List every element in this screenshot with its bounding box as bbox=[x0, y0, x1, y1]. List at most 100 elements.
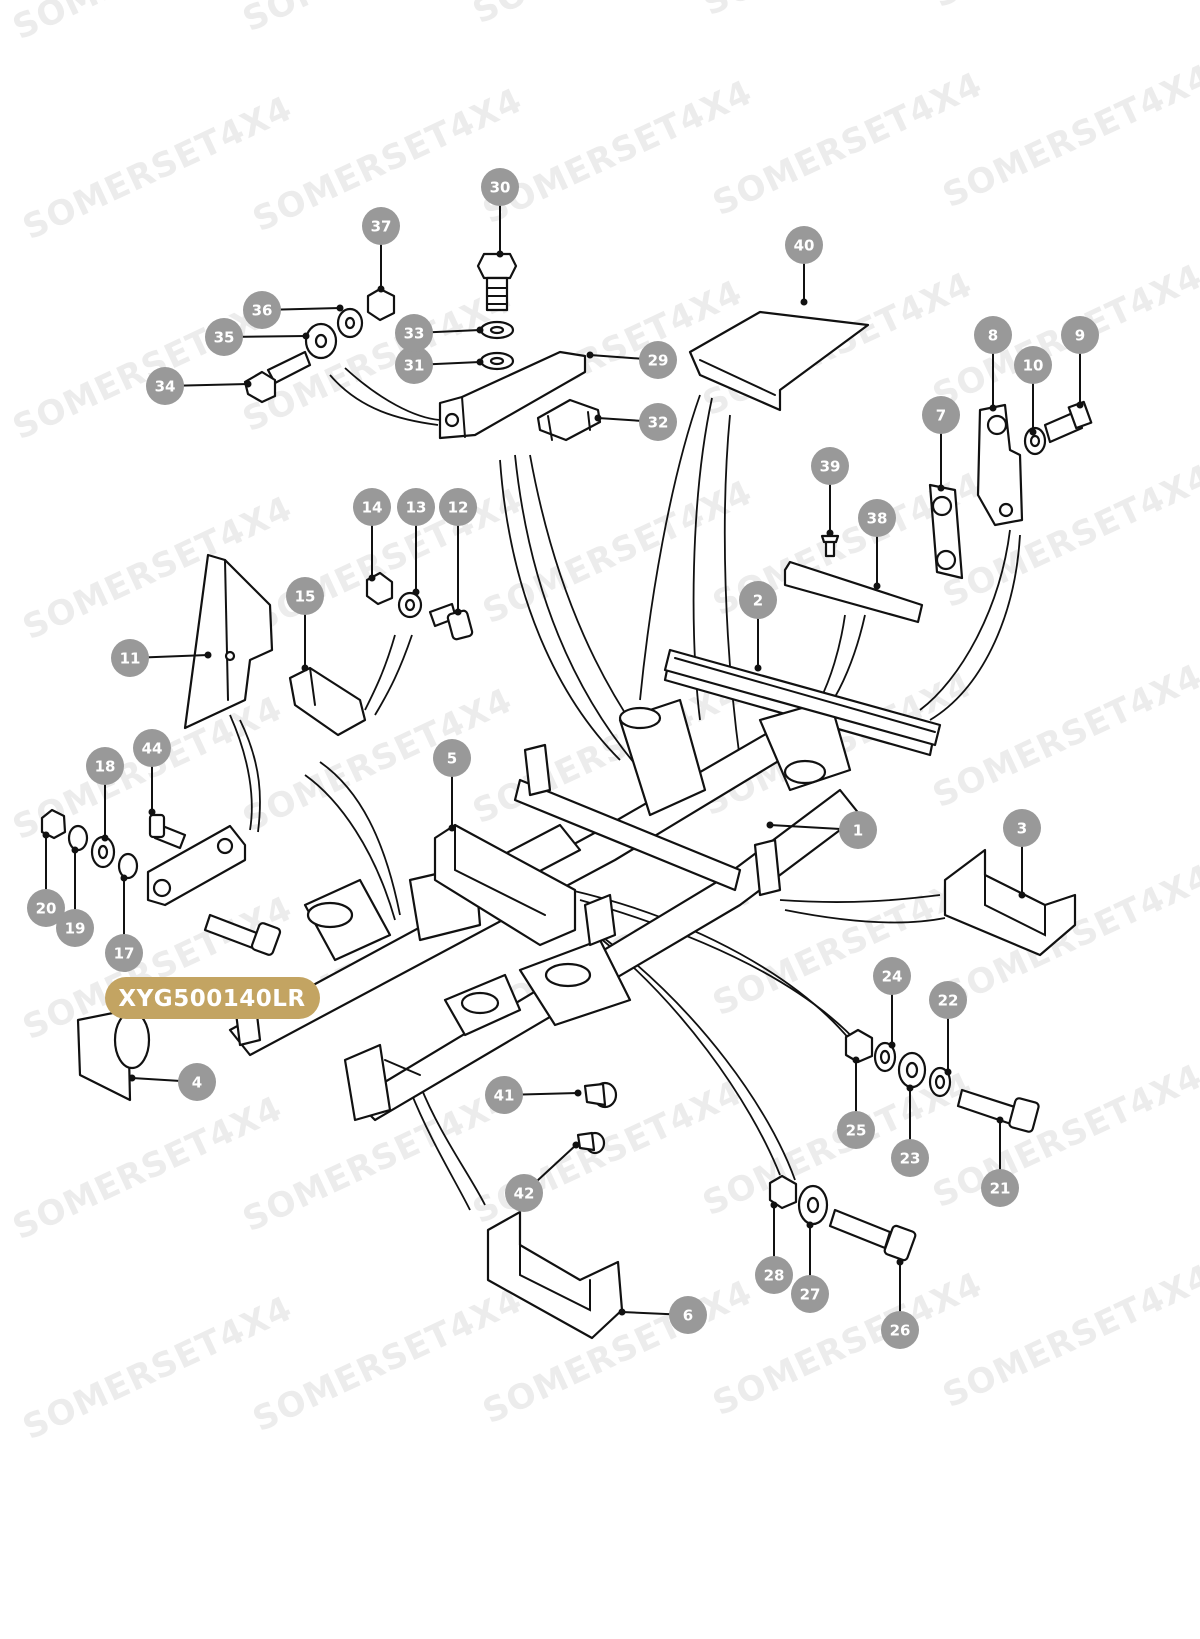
callout-24[interactable]: 24 bbox=[873, 957, 911, 995]
part-44-bolt bbox=[148, 813, 187, 850]
callout-label: 18 bbox=[95, 758, 116, 776]
callout-label: 35 bbox=[214, 329, 235, 347]
callout-circle bbox=[1061, 316, 1099, 354]
callout-label: 21 bbox=[990, 1180, 1011, 1198]
callout-label: 29 bbox=[648, 352, 669, 370]
callout-22[interactable]: 22 bbox=[929, 981, 967, 1019]
part-2-crossmember bbox=[663, 648, 942, 747]
callout-20[interactable]: 20 bbox=[27, 889, 65, 927]
callout-label: 24 bbox=[882, 968, 903, 986]
leader-dot-5 bbox=[448, 824, 456, 832]
callout-label: 5 bbox=[447, 750, 457, 768]
callout-circle bbox=[929, 981, 967, 1019]
part-3-bracket bbox=[943, 848, 1077, 957]
callout-11[interactable]: 11 bbox=[111, 639, 149, 677]
callout-34[interactable]: 34 bbox=[146, 367, 184, 405]
callout-label: 17 bbox=[114, 945, 135, 963]
callout-31[interactable]: 31 bbox=[395, 346, 433, 384]
callout-30[interactable]: 30 bbox=[481, 168, 519, 206]
leader-dot-36 bbox=[336, 304, 344, 312]
callout-circle bbox=[891, 1139, 929, 1177]
callout-label: 23 bbox=[900, 1150, 921, 1168]
callout-26[interactable]: 26 bbox=[881, 1311, 919, 1349]
rear-long-bolt bbox=[203, 913, 282, 956]
callout-36[interactable]: 36 bbox=[243, 291, 281, 329]
callout-12[interactable]: 12 bbox=[439, 488, 477, 526]
badge-background bbox=[105, 977, 320, 1019]
leader-dot-38 bbox=[873, 582, 881, 590]
callout-27[interactable]: 27 bbox=[791, 1275, 829, 1313]
callout-39[interactable]: 39 bbox=[811, 447, 849, 485]
callout-29[interactable]: 29 bbox=[639, 341, 677, 379]
callout-circle bbox=[56, 909, 94, 947]
leader-dot-4 bbox=[128, 1074, 136, 1082]
callout-25[interactable]: 25 bbox=[837, 1111, 875, 1149]
callout-42[interactable]: 42 bbox=[505, 1174, 543, 1212]
part-6-bracket bbox=[486, 1210, 624, 1340]
callout-circle bbox=[178, 1063, 216, 1101]
leader-dot-32 bbox=[594, 414, 602, 422]
callout-17[interactable]: 17 bbox=[105, 934, 143, 972]
callout-3[interactable]: 3 bbox=[1003, 809, 1041, 847]
callout-14[interactable]: 14 bbox=[353, 488, 391, 526]
leader-dot-22 bbox=[944, 1068, 952, 1076]
callout-18[interactable]: 18 bbox=[86, 747, 124, 785]
callout-circle bbox=[286, 577, 324, 615]
callout-15[interactable]: 15 bbox=[286, 577, 324, 615]
callout-label: 40 bbox=[794, 237, 815, 255]
callout-label: 27 bbox=[800, 1286, 821, 1304]
callout-9[interactable]: 9 bbox=[1061, 316, 1099, 354]
callout-19[interactable]: 19 bbox=[56, 909, 94, 947]
callout-4[interactable]: 4 bbox=[178, 1063, 216, 1101]
leader-dot-40 bbox=[800, 298, 808, 306]
part-7-plate bbox=[928, 483, 964, 580]
callout-7[interactable]: 7 bbox=[922, 396, 960, 434]
callout-33[interactable]: 33 bbox=[395, 314, 433, 352]
callout-23[interactable]: 23 bbox=[891, 1139, 929, 1177]
callout-8[interactable]: 8 bbox=[974, 316, 1012, 354]
callout-35[interactable]: 35 bbox=[205, 318, 243, 356]
part-28-nut bbox=[768, 1174, 798, 1210]
callout-circle bbox=[86, 747, 124, 785]
callout-6[interactable]: 6 bbox=[669, 1296, 707, 1334]
callout-circle bbox=[811, 447, 849, 485]
part-22-washer bbox=[928, 1066, 952, 1098]
part-12-bolt bbox=[428, 602, 474, 641]
callout-37[interactable]: 37 bbox=[362, 207, 400, 245]
callout-circle bbox=[133, 729, 171, 767]
leader-dot-33 bbox=[476, 326, 484, 334]
leader-dot-34 bbox=[244, 380, 252, 388]
callout-circle bbox=[146, 367, 184, 405]
part-10-washer bbox=[1023, 426, 1047, 456]
callout-2[interactable]: 2 bbox=[739, 581, 777, 619]
callout-21[interactable]: 21 bbox=[981, 1169, 1019, 1207]
callout-38[interactable]: 38 bbox=[858, 499, 896, 537]
callout-41[interactable]: 41 bbox=[485, 1076, 523, 1114]
part-39-screw bbox=[820, 534, 840, 558]
callout-label: 6 bbox=[683, 1307, 693, 1325]
callout-circle bbox=[639, 341, 677, 379]
callout-28[interactable]: 28 bbox=[755, 1256, 793, 1294]
callout-circle bbox=[111, 639, 149, 677]
part-18-washer bbox=[90, 835, 116, 869]
part-31-washer bbox=[479, 351, 515, 371]
leader-dot-14 bbox=[368, 574, 376, 582]
callout-32[interactable]: 32 bbox=[639, 403, 677, 441]
callout-40[interactable]: 40 bbox=[785, 226, 823, 264]
leader-dot-10 bbox=[1029, 428, 1037, 436]
part-11-bracket bbox=[183, 553, 274, 730]
callout-circle bbox=[837, 1111, 875, 1149]
part-number-badge[interactable]: XYG500140LR bbox=[105, 977, 320, 1019]
leader-dot-11 bbox=[204, 651, 212, 659]
callout-10[interactable]: 10 bbox=[1014, 346, 1052, 384]
callout-label: 4 bbox=[192, 1074, 202, 1092]
leader-dot-41 bbox=[574, 1089, 582, 1097]
callout-13[interactable]: 13 bbox=[397, 488, 435, 526]
callout-5[interactable]: 5 bbox=[433, 739, 471, 777]
callout-circle bbox=[669, 1296, 707, 1334]
callout-1[interactable]: 1 bbox=[839, 811, 877, 849]
callout-circle bbox=[839, 811, 877, 849]
part-34-bolt bbox=[243, 350, 312, 404]
callout-44[interactable]: 44 bbox=[133, 729, 171, 767]
callout-label: 14 bbox=[362, 499, 383, 517]
